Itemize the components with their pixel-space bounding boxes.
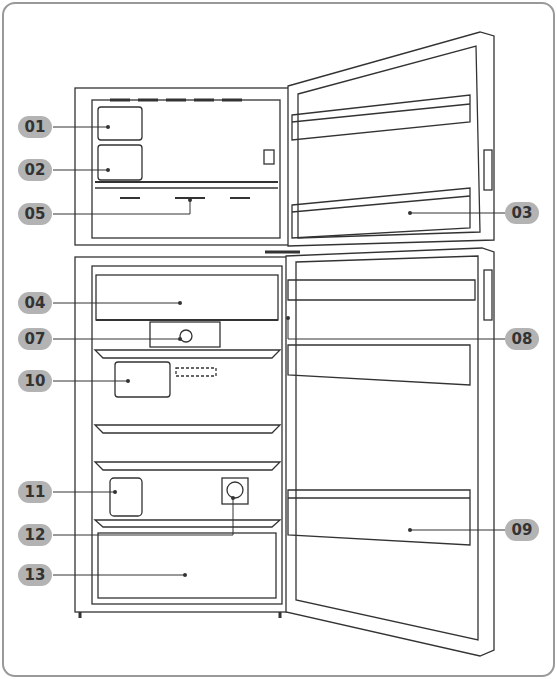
- callout-number: 09: [505, 519, 539, 541]
- callout-text: 08: [512, 328, 533, 350]
- callout-number: 07: [18, 328, 52, 350]
- callout-text: 10: [25, 370, 46, 392]
- callout-number: 11: [18, 481, 52, 503]
- callout-number: 12: [18, 524, 52, 546]
- callout-text: 09: [512, 519, 533, 541]
- callout-number: 01: [18, 116, 52, 138]
- callout-text: 01: [25, 116, 46, 138]
- callout-number: 08: [505, 328, 539, 350]
- callout-number: 10: [18, 370, 52, 392]
- callout-text: 04: [25, 292, 46, 314]
- callout-text: 11: [25, 481, 46, 503]
- callout-number: 05: [18, 203, 52, 225]
- callout-text: 07: [25, 328, 46, 350]
- callout-number: 03: [505, 202, 539, 224]
- callout-text: 05: [25, 203, 46, 225]
- callout-number: 13: [18, 564, 52, 586]
- callout-text: 12: [25, 524, 46, 546]
- callout-number: 02: [18, 159, 52, 181]
- callout-text: 13: [25, 564, 46, 586]
- callout-text: 02: [25, 159, 46, 181]
- callout-number: 04: [18, 292, 52, 314]
- callout-text: 03: [512, 202, 533, 224]
